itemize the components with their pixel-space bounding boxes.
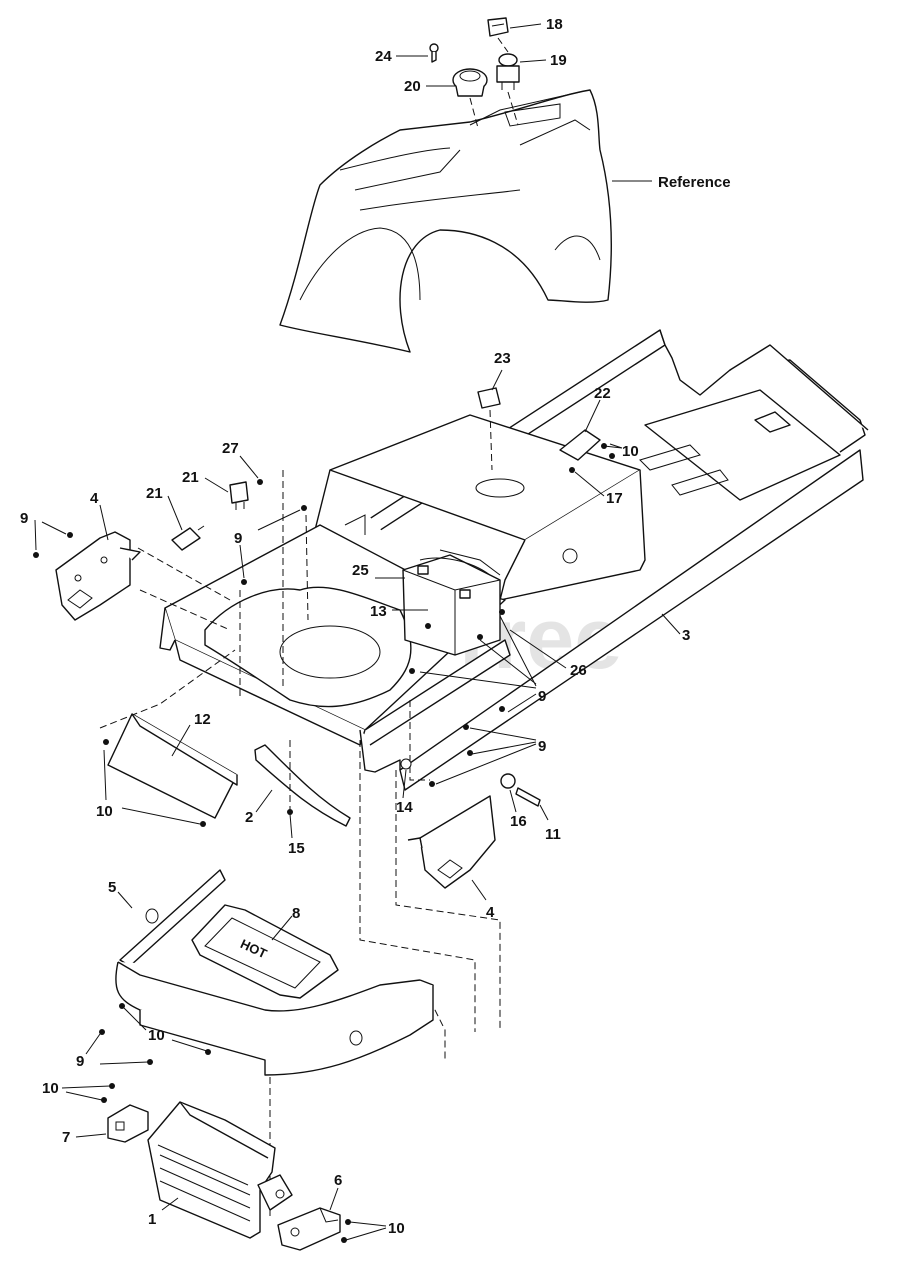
- callout-13: 13: [370, 603, 387, 620]
- reference-fender: [279, 89, 612, 353]
- strap-2: [254, 744, 351, 827]
- callout-20: 20: [404, 78, 421, 95]
- muffler-1: [147, 1101, 293, 1239]
- callout-10: 10: [622, 443, 639, 460]
- leader-lines: [34, 23, 681, 1241]
- bracket-22-icon: [559, 429, 601, 461]
- callout-12: 12: [194, 711, 211, 728]
- callout-9: 9: [76, 1053, 84, 1070]
- callout-10: 10: [42, 1080, 59, 1097]
- callout-21: 21: [182, 469, 199, 486]
- bracket-7: [101, 1083, 149, 1143]
- callout-22: 22: [594, 385, 611, 402]
- switch-18-icon: [487, 17, 509, 37]
- callout-4: 4: [90, 490, 99, 507]
- heat-shield-12: [103, 713, 238, 827]
- callout-27: 27: [222, 440, 239, 457]
- callout-19: 19: [550, 52, 567, 69]
- callout-5: 5: [108, 879, 116, 896]
- callout-9: 9: [234, 530, 242, 547]
- pto-switch-icon: [496, 53, 520, 90]
- reference-label: Reference: [658, 174, 731, 191]
- seat-switch-icon: [171, 479, 263, 551]
- left-bracket-4: [33, 531, 141, 621]
- callout-6: 6: [334, 1172, 342, 1189]
- callout-labels: 18 19 24 20 Reference 23 22 10 17 27 21 …: [20, 16, 731, 1237]
- callout-24: 24: [375, 48, 392, 65]
- main-frame: [159, 329, 869, 791]
- key-icon: [429, 43, 439, 63]
- callout-18: 18: [546, 16, 563, 33]
- callout-10: 10: [148, 1027, 165, 1044]
- callout-3: 3: [682, 627, 690, 644]
- callout-2: 2: [245, 809, 253, 826]
- ignition-switch-icon: [452, 68, 488, 97]
- callout-15: 15: [288, 840, 305, 857]
- bracket-6: [277, 1207, 351, 1251]
- hot-decal-8: HOT: [191, 904, 339, 999]
- callout-23: 23: [494, 350, 511, 367]
- callout-10: 10: [96, 803, 113, 820]
- callout-1: 1: [148, 1211, 156, 1228]
- callout-10: 10: [388, 1220, 405, 1237]
- callout-26: 26: [570, 662, 587, 679]
- callout-8: 8: [292, 905, 300, 922]
- callout-7: 7: [62, 1129, 70, 1146]
- callout-21: 21: [146, 485, 163, 502]
- callout-4: 4: [486, 904, 495, 921]
- callout-9: 9: [538, 688, 546, 705]
- callout-9: 9: [20, 510, 28, 527]
- battery-icon: [402, 549, 501, 656]
- callout-9: 9: [538, 738, 546, 755]
- callout-17: 17: [606, 490, 623, 507]
- callout-16: 16: [510, 813, 527, 830]
- rear-bumper-5: [99, 869, 434, 1076]
- callout-25: 25: [352, 562, 369, 579]
- right-bracket-4: [407, 795, 496, 889]
- switch-23-icon: [477, 387, 501, 409]
- callout-11: 11: [545, 826, 561, 843]
- callout-14: 14: [396, 799, 413, 816]
